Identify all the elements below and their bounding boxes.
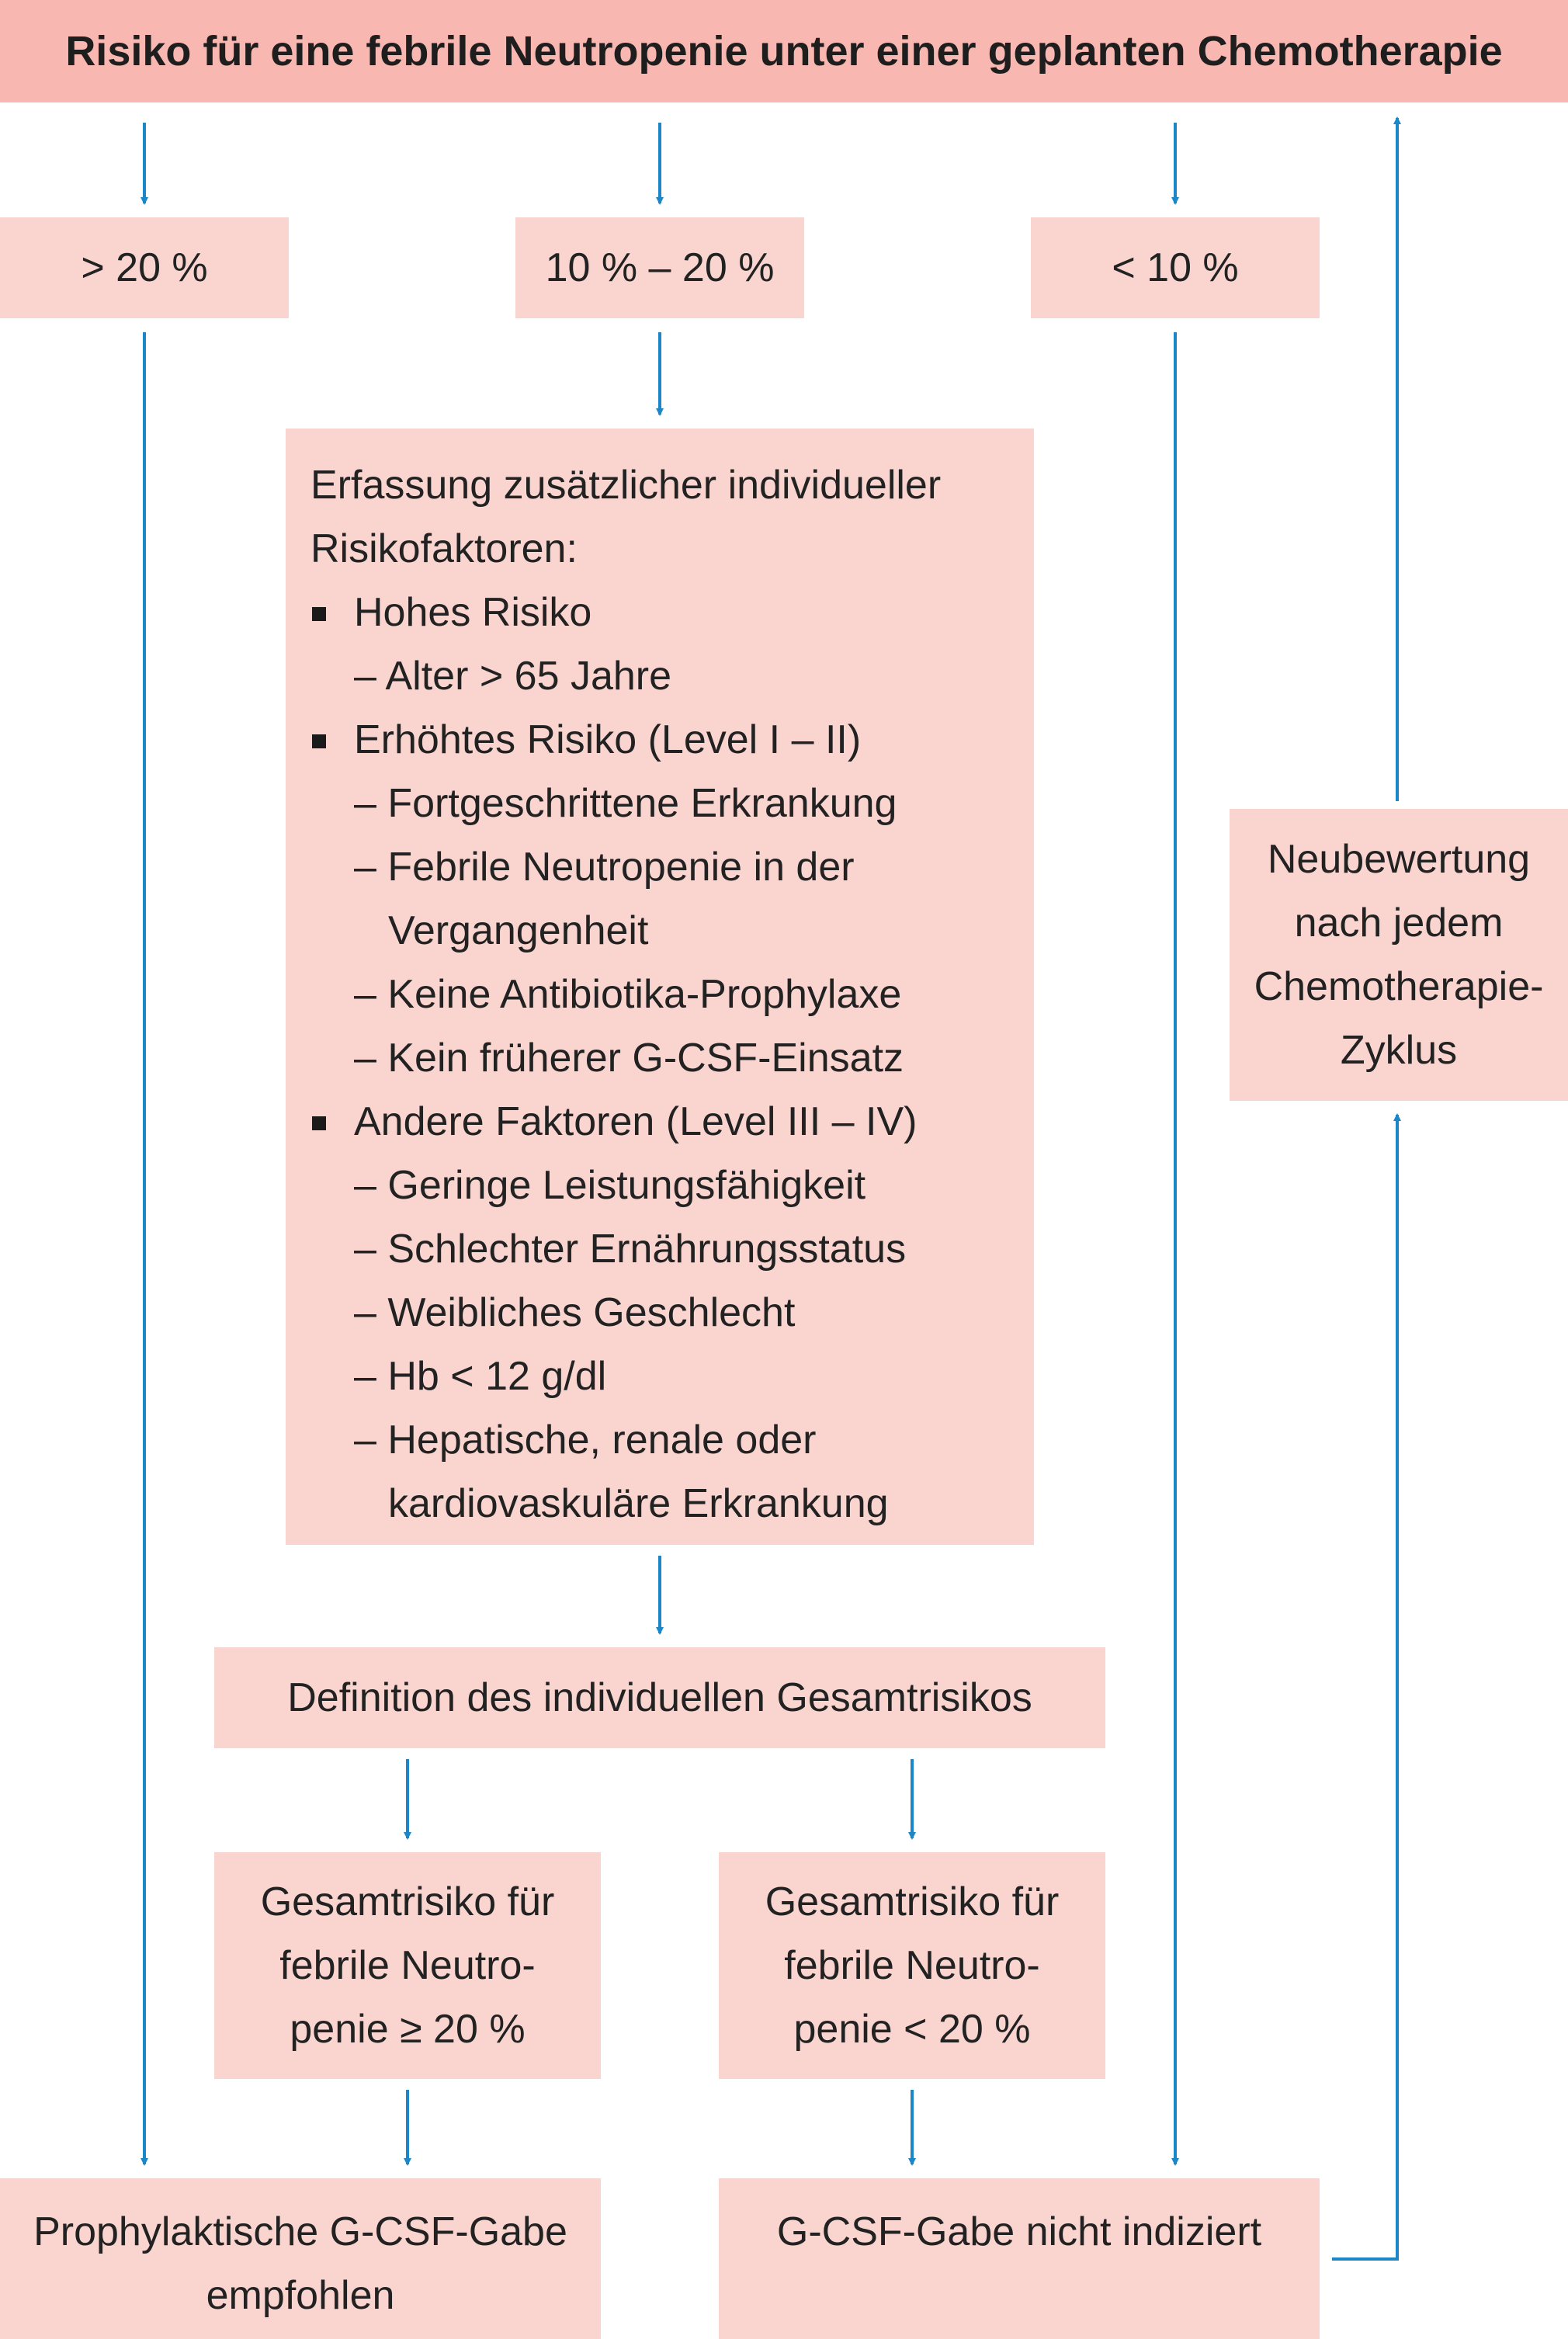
arrow-not-indicated-to-reassessment (1332, 1113, 1401, 2261)
total-risk-high-line: Gesamtrisiko für (260, 1879, 555, 1924)
risk-factor-item: – Geringe Leistungsfähigkeit (354, 1163, 866, 1208)
risk-factor-item: kardiovaskuläre Erkrankung (388, 1481, 889, 1526)
risk-level-medium-label: 10 % – 20 % (545, 245, 775, 290)
risk-level-medium: 10 % – 20 % (515, 217, 804, 318)
result-gcsf-not-indicated-box: G-CSF-Gabe nicht indiziert (719, 2178, 1320, 2339)
risk-factor-item: – Fortgeschrittene Erkrankung (354, 781, 897, 826)
risk-factor-heading-line: Erfassung zusätzlicher individueller (310, 463, 942, 508)
risk-factor-item: Vergangenheit (388, 908, 649, 953)
risk-factor-item: – Febrile Neutropenie in der (354, 845, 855, 890)
reassessment-line: Chemotherapie- (1254, 964, 1544, 1009)
total-risk-high-line: penie ≥ 20 % (290, 2007, 526, 2052)
risk-category-item: Andere Faktoren (Level III – IV) (310, 1090, 1034, 1154)
total-risk-low-line: Gesamtrisiko für (765, 1879, 1060, 1924)
diagram-title-text: Risiko für eine febrile Neutropenie unte… (65, 28, 1503, 75)
risk-factor-item: – Weibliches Geschlecht (354, 1290, 796, 1335)
total-risk-definition-text: Definition des individuellen Gesamtrisik… (287, 1675, 1032, 1720)
risk-level-low: < 10 % (1031, 217, 1320, 318)
risk-factor-item: – Schlechter Ernährungsstatus (354, 1227, 907, 1272)
reassessment-line: Neubewertung (1267, 837, 1531, 882)
risk-factor-item: – Hb < 12 g/dl (354, 1354, 607, 1399)
result-gcsf-recommended-line: Prophylaktische G-CSF-Gabe (33, 2209, 567, 2254)
total-risk-low-line: penie < 20 % (793, 2007, 1031, 2052)
risk-category-item: Erhöhtes Risiko (Level I – II) (310, 708, 1034, 772)
result-gcsf-not-indicated-line: G-CSF-Gabe nicht indiziert (776, 2209, 1262, 2254)
risk-factor-item: – Kein früherer G-CSF-Einsatz (354, 1036, 904, 1081)
reassessment-line: Zyklus (1340, 1028, 1458, 1073)
risk-category-item: Hohes Risiko (310, 581, 1034, 644)
risk-level-low-label: < 10 % (1112, 245, 1239, 290)
risk-level-high: > 20 % (0, 217, 289, 318)
diagram-title: Risiko für eine febrile Neutropenie unte… (0, 0, 1568, 102)
result-gcsf-recommended-box: Prophylaktische G-CSF-Gabe empfohlen (0, 2178, 601, 2339)
total-risk-low-line: febrile Neutro- (784, 1943, 1040, 1988)
risk-factor-item: – Alter > 65 Jahre (354, 654, 672, 699)
risk-factor-item: – Keine Antibiotika-Prophylaxe (354, 972, 902, 1017)
result-gcsf-recommended-line: empfohlen (206, 2273, 395, 2318)
risk-factor-item: – Hepatische, renale oder (354, 1418, 817, 1463)
total-risk-definition-box: Definition des individuellen Gesamtrisik… (214, 1647, 1105, 1748)
total-risk-high-box: Gesamtrisiko für febrile Neutro- penie ≥… (214, 1852, 601, 2079)
risk-factor-heading-line: Risikofaktoren: (310, 526, 578, 571)
total-risk-high-line: febrile Neutro- (279, 1943, 536, 1988)
total-risk-low-box: Gesamtrisiko für febrile Neutro- penie <… (719, 1852, 1105, 2079)
reassessment-line: nach jedem (1294, 901, 1504, 946)
reassessment-box: Neubewertung nach jedem Chemotherapie- Z… (1230, 809, 1568, 1101)
risk-level-high-label: > 20 % (81, 245, 208, 290)
